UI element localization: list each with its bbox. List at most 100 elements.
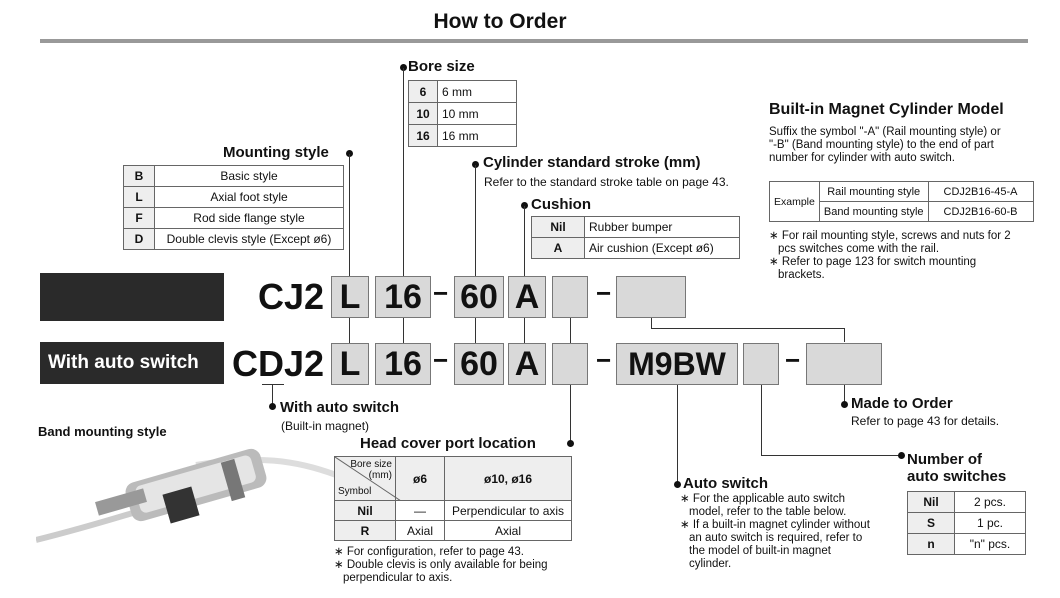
bore-code: 10 <box>408 102 438 125</box>
cushion-leader <box>524 206 525 308</box>
mto-dot <box>841 401 848 408</box>
magnet-note-line: pcs switches come with the rail. <box>778 243 940 255</box>
magnet-note-line: ∗ For rail mounting style, screws and nu… <box>769 230 1011 242</box>
mto-connector-v2 <box>844 328 845 342</box>
row1-mount-box: L <box>331 276 369 318</box>
count-desc: "n" pcs. <box>954 533 1026 555</box>
mto-connector-h <box>651 328 844 329</box>
mount-link <box>349 318 350 343</box>
count-code: Nil <box>907 491 955 513</box>
cushion-desc: Rubber bumper <box>584 216 740 238</box>
auto-switch-note-line: model, refer to the table below. <box>689 506 847 518</box>
stroke-label: Cylinder standard stroke (mm) <box>483 154 701 171</box>
port-value: Axial <box>444 520 572 541</box>
auto-switch-notes: ∗ For the applicable auto switch model, … <box>680 493 884 571</box>
row2-stroke-box: 60 <box>454 343 504 385</box>
num-switches-label: Number of auto switches <box>907 451 1006 485</box>
row1-mto-box <box>616 276 686 318</box>
row1-stroke-box: 60 <box>454 276 504 318</box>
mounting-desc: Axial foot style <box>154 186 344 208</box>
switch-dot <box>674 481 681 488</box>
bore-code: 16 <box>408 124 438 147</box>
built-in-magnet-note: (Built-in magnet) <box>281 419 370 433</box>
port-value: Axial <box>395 520 445 541</box>
mounting-desc: Rod side flange style <box>154 207 344 229</box>
head-cover-table: Bore size (mm) Symbol ø6 ø10, ø16 Nil — … <box>334 456 572 541</box>
d-leader <box>272 384 273 406</box>
head-cover-label: Head cover port location <box>360 435 536 452</box>
row1-prefix: CJ2 <box>258 276 325 317</box>
num-switches-line1: Number of <box>907 451 982 468</box>
example-label: Example <box>769 181 820 222</box>
port-link <box>570 318 571 343</box>
magnet-note-line: brackets. <box>778 269 825 281</box>
port-dot <box>567 440 574 447</box>
mto-leader <box>844 385 845 405</box>
d-underline <box>262 384 284 385</box>
bore-dot <box>400 64 407 71</box>
row1-cushion-box: A <box>508 276 546 318</box>
count-leader-h <box>761 455 901 456</box>
auto-switch-note-line: cylinder. <box>689 558 732 570</box>
count-code: n <box>907 533 955 555</box>
magnet-desc-line: Suffix the symbol "-A" (Rail mounting st… <box>769 126 1001 138</box>
row2-switch-box: M9BW <box>616 343 738 385</box>
cushion-code: Nil <box>531 216 585 238</box>
magnet-model-desc: Suffix the symbol "-A" (Rail mounting st… <box>769 126 1027 165</box>
port-code: Nil <box>334 500 396 521</box>
auto-switch-dot <box>269 403 276 410</box>
auto-switch-label: Auto switch <box>683 475 768 492</box>
cushion-code: A <box>531 237 585 259</box>
row2-count-box <box>743 343 779 385</box>
corner-symbol: Symbol <box>338 486 372 497</box>
cushion-label: Cushion <box>531 196 591 213</box>
bore-desc: 6 mm <box>437 80 517 103</box>
port-value: — <box>395 500 445 521</box>
auto-switch-row-bar <box>40 342 224 384</box>
head-cover-note-line: perpendicular to axis. <box>343 572 453 584</box>
col-phi6: ø6 <box>395 456 445 501</box>
row2-mto-box <box>806 343 882 385</box>
bore-leader <box>403 68 404 308</box>
with-auto-switch-label: With auto switch <box>280 399 400 416</box>
magnet-desc-line: "-B" (Band mounting style) to the end of… <box>769 139 994 151</box>
row1-dash2: − <box>596 278 612 308</box>
page-title: How to Order <box>433 10 567 33</box>
bore-link <box>403 318 404 343</box>
bore-desc: 16 mm <box>437 124 517 147</box>
mounting-code: L <box>123 186 155 208</box>
mounting-style-label: Mounting style <box>223 144 329 161</box>
num-switches-line2: auto switches <box>907 468 1007 485</box>
mounting-dot <box>346 150 353 157</box>
stroke-leader <box>475 165 476 308</box>
magnet-model-title: Built-in Magnet Cylinder Model <box>769 101 1004 118</box>
head-cover-note-line: ∗ For configuration, refer to page 43. <box>334 546 524 558</box>
bore-code: 6 <box>408 80 438 103</box>
mounting-code: F <box>123 207 155 229</box>
stroke-link <box>475 318 476 343</box>
head-cover-note-line: ∗ Double clevis is only available for be… <box>334 559 548 571</box>
auto-switch-note-line: ∗ If a built-in magnet cylinder without <box>680 519 870 531</box>
row2-bore-box: 16 <box>375 343 431 385</box>
count-desc: 1 pc. <box>954 512 1026 534</box>
auto-switch-note-line: the model of built-in magnet <box>689 545 831 557</box>
example-style: Band mounting style <box>818 201 929 222</box>
mounting-code: D <box>123 228 155 250</box>
head-cover-corner: Bore size (mm) Symbol <box>334 456 401 501</box>
corner-bore: Bore size <box>350 459 392 470</box>
count-desc: 2 pcs. <box>954 491 1026 513</box>
row2-prefix: CDJ2 <box>232 343 325 384</box>
mounting-code: B <box>123 165 155 187</box>
cushion-desc: Air cushion (Except ø6) <box>584 237 740 259</box>
count-leader-v <box>761 385 762 455</box>
auto-switch-note-line: ∗ For the applicable auto switch <box>680 493 845 505</box>
row1-port-box <box>552 276 588 318</box>
port-leader <box>570 385 571 441</box>
row2-dash: − <box>433 345 449 375</box>
made-to-order-label: Made to Order <box>851 395 953 412</box>
